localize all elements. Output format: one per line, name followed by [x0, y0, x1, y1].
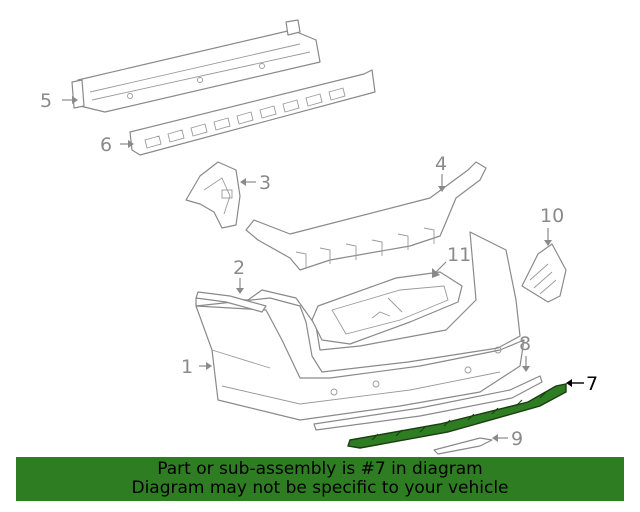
callout-8: 8	[519, 333, 531, 355]
part-8-lower-trim[interactable]	[313, 375, 543, 431]
callout-11: 11	[447, 244, 471, 266]
callout-7: 7	[586, 373, 598, 395]
part-1-bumper-cover[interactable]	[195, 231, 525, 421]
part-7-valance-highlighted[interactable]	[347, 383, 567, 449]
callout-5: 5	[40, 90, 52, 112]
callout-6: 6	[100, 134, 112, 156]
part-3-bracket[interactable]	[185, 161, 241, 229]
leader-lines	[62, 96, 584, 442]
callout-9: 9	[511, 428, 523, 450]
callout-4: 4	[435, 153, 447, 175]
banner-line-2: Diagram may not be specific to your vehi…	[131, 478, 509, 498]
part-6-energy-absorber[interactable]	[129, 69, 376, 156]
part-2-molding[interactable]	[195, 291, 267, 313]
part-10-side-bracket[interactable]	[521, 243, 567, 303]
callout-10: 10	[540, 205, 564, 227]
callout-3: 3	[259, 172, 271, 194]
banner-line-1: Part or sub-assembly is #7 in diagram	[157, 459, 483, 479]
info-banner: Part or sub-assembly is #7 in diagram Di…	[16, 457, 624, 501]
part-4-upper-support[interactable]	[245, 161, 487, 271]
callout-1: 1	[181, 356, 193, 378]
part-9-small-trim[interactable]	[433, 437, 493, 455]
callout-2: 2	[233, 257, 245, 279]
part-11-tray[interactable]	[311, 271, 463, 345]
part-5-reinforcement-bar[interactable]	[71, 19, 321, 113]
